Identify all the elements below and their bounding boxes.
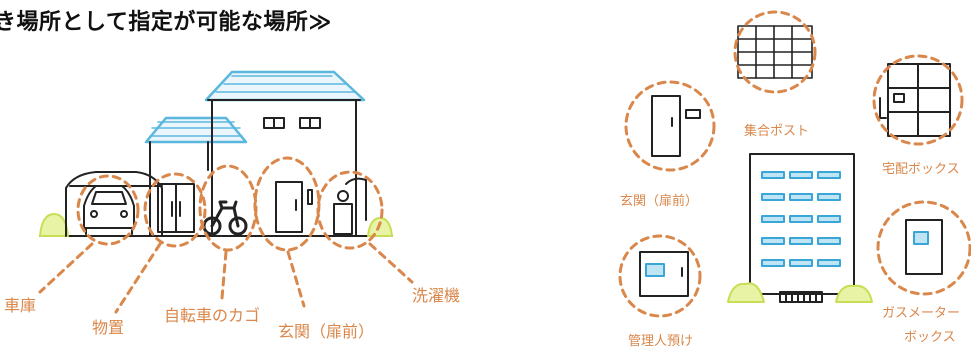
delivery-box-label: 宅配ボックス — [882, 162, 960, 177]
right-entrance-highlight-circle — [624, 80, 716, 172]
apartment-building-icon — [749, 153, 855, 303]
right-entrance-label: 玄関（扉前） — [620, 194, 699, 209]
bicycle-leader-line — [220, 250, 228, 300]
page-title: き場所として指定が可能な場所≫ — [0, 10, 332, 35]
garage-highlight-circle — [76, 174, 140, 246]
bicycle-basket-label: 自転車のカゴ — [164, 306, 261, 325]
washing-machine-label: 洗濯機 — [412, 286, 461, 305]
gas-meter-highlight-circle — [876, 200, 971, 296]
apartment-bush-left-icon — [727, 282, 765, 303]
garage-label: 車庫 — [4, 296, 37, 315]
gas-meter-label-line2: ボックス — [904, 330, 956, 345]
washing-machine-highlight-circle — [316, 170, 384, 250]
bicycle-icon — [202, 200, 248, 236]
washing-machine-icon — [333, 177, 367, 235]
delivery-box-icon — [879, 63, 951, 137]
manager-highlight-circle — [618, 234, 702, 318]
mailbox-label: 集合ポスト — [744, 124, 810, 139]
storage-label: 物置 — [92, 318, 125, 337]
apartment-bush-right-icon — [835, 284, 873, 303]
storage-highlight-circle — [143, 172, 207, 248]
storage-leader-line — [114, 242, 162, 314]
bush-left-icon — [39, 213, 69, 237]
gas-meter-label-line1: ガスメーター — [882, 306, 961, 321]
entrance-leader-line — [286, 250, 306, 308]
large-house-icon — [204, 70, 366, 237]
delivery-box-highlight-circle — [872, 54, 964, 146]
small-house-icon — [144, 116, 248, 237]
gas-meter-box-icon — [905, 219, 943, 275]
mailbox-grid-icon — [737, 25, 813, 79]
manager-label: 管理人預け — [628, 334, 694, 349]
entrance-label: 玄関（扉前） — [278, 322, 375, 341]
storage-shed-icon — [157, 183, 195, 233]
garage-leader-line — [38, 242, 94, 294]
front-door-icon — [275, 181, 313, 233]
washing-machine-leader-line — [368, 242, 414, 284]
car-icon — [83, 185, 135, 235]
manager-office-icon — [639, 251, 689, 297]
apartment-door-icon — [651, 95, 701, 157]
mailbox-highlight-circle — [733, 10, 817, 94]
